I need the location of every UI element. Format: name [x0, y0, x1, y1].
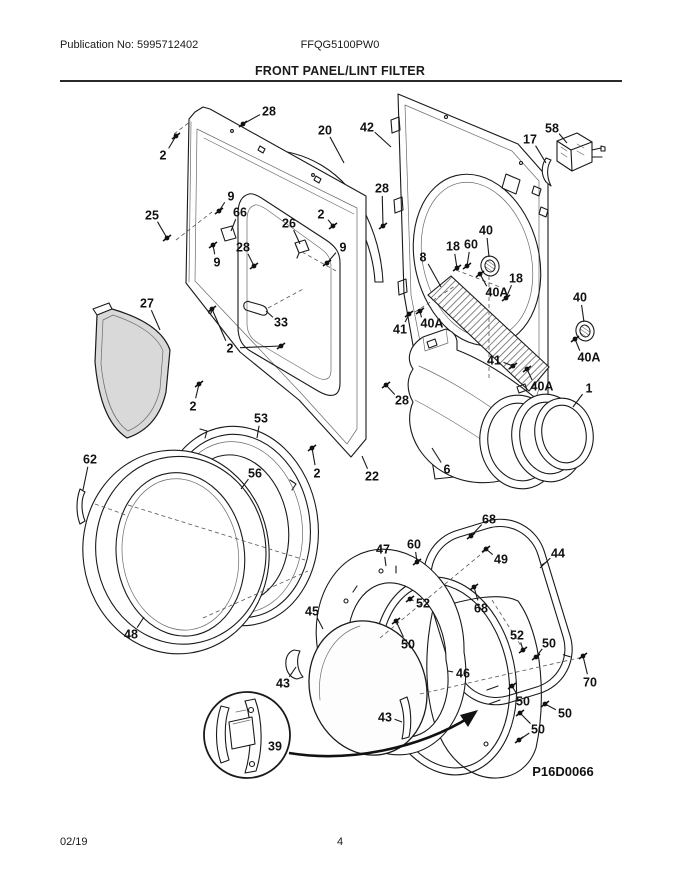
callout-label-44: 44: [551, 547, 565, 561]
callout-label-52: 52: [416, 597, 430, 611]
callout-label-50: 50: [531, 723, 545, 737]
callout-label-2: 2: [318, 208, 325, 222]
callout-label-68: 68: [474, 602, 488, 616]
callout-label-50: 50: [516, 695, 530, 709]
callout-label-25: 25: [145, 209, 159, 223]
callout-label-27: 27: [140, 297, 154, 311]
callout-label-2: 2: [160, 149, 167, 163]
callout-label-2: 2: [314, 467, 321, 481]
door-glass-drawing: [308, 620, 428, 756]
callout-label-41: 41: [487, 354, 501, 368]
drawing-code: P16D0066: [532, 764, 593, 779]
grommet-drawing-upper: [480, 255, 500, 277]
revision-date: 02/19: [60, 836, 88, 848]
callout-label-42: 42: [360, 121, 374, 135]
hinge-detail-circle: [203, 691, 291, 779]
header-rule: [60, 80, 622, 82]
callout-label-45: 45: [305, 605, 319, 619]
callout-label-50: 50: [542, 637, 556, 651]
callout-label-18: 18: [509, 272, 523, 286]
callout-label-40A: 40A: [531, 380, 554, 394]
callout-label-6: 6: [444, 463, 451, 477]
callout-label-28: 28: [395, 394, 409, 408]
callout-label-48: 48: [124, 628, 138, 642]
callout-label-46: 46: [456, 667, 470, 681]
bracket-66: [220, 225, 237, 242]
callout-label-2: 2: [227, 342, 234, 356]
callout-label-43: 43: [378, 711, 392, 725]
callout-label-40A: 40A: [421, 317, 444, 331]
callout-label-33: 33: [274, 316, 288, 330]
switch-bracket-drawing: [541, 157, 552, 187]
callout-label-9: 9: [340, 241, 347, 255]
front-panel-drawing: [185, 106, 367, 458]
callout-label-68: 68: [482, 513, 496, 527]
callout-label-50: 50: [558, 707, 572, 721]
callout-label-20: 20: [318, 124, 332, 138]
detail-pointer-arrow: [288, 715, 471, 758]
outer-door-ring-drawing: [82, 449, 270, 655]
callout-label-70: 70: [583, 676, 597, 690]
callout-label-9: 9: [214, 256, 221, 270]
callout-label-8: 8: [420, 251, 427, 265]
callout-label-40: 40: [573, 291, 587, 305]
callout-label-43: 43: [276, 677, 290, 691]
callout-label-26: 26: [282, 217, 296, 231]
callout-label-47: 47: [376, 543, 390, 557]
callout-label-9: 9: [228, 190, 235, 204]
callout-label-17: 17: [523, 133, 537, 147]
hinge-hook-left-drawing: [285, 649, 304, 680]
callout-label-22: 22: [365, 470, 379, 484]
section-title: FRONT PANEL/LINT FILTER: [254, 64, 426, 78]
publication-number: Publication No: 5995712402: [60, 39, 199, 51]
callout-label-28: 28: [262, 105, 276, 119]
lint-filter-drawing: [92, 302, 171, 439]
model-number: FFQG5100PW0: [300, 39, 380, 51]
callout-label-58: 58: [545, 122, 559, 136]
clip-26: [294, 239, 310, 259]
callout-label-60: 60: [407, 538, 421, 552]
callout-label-18: 18: [446, 240, 460, 254]
callout-label-1: 1: [586, 382, 593, 396]
callout-label-39: 39: [268, 740, 282, 754]
callout-label-40A: 40A: [486, 286, 509, 300]
leader-lines-layer: [82, 114, 588, 744]
handle-recess-33: [243, 300, 268, 316]
callout-label-62: 62: [83, 453, 97, 467]
door-seal-rings-drawing: [479, 393, 594, 490]
callout-label-41: 41: [393, 323, 407, 337]
detail-pointer-arrowhead: [460, 710, 478, 727]
callout-label-40: 40: [479, 224, 493, 238]
callout-label-52: 52: [510, 629, 524, 643]
door-switch-drawing: [556, 132, 606, 172]
trim-sliver-drawing: [76, 488, 86, 525]
page-number: 4: [336, 836, 344, 848]
callout-label-66: 66: [233, 206, 247, 220]
callout-label-40A: 40A: [578, 351, 601, 365]
callout-label-60: 60: [464, 238, 478, 252]
callout-label-56: 56: [248, 467, 262, 481]
lint-screen-8: [427, 275, 550, 392]
callout-label-2: 2: [190, 400, 197, 414]
callout-label-53: 53: [254, 412, 268, 426]
hinge-hook-right-drawing: [399, 696, 412, 740]
callout-label-50: 50: [401, 638, 415, 652]
callout-label-28: 28: [375, 182, 389, 196]
callout-label-49: 49: [494, 553, 508, 567]
grommet-drawing-lower: [575, 320, 595, 342]
callout-label-28: 28: [236, 241, 250, 255]
